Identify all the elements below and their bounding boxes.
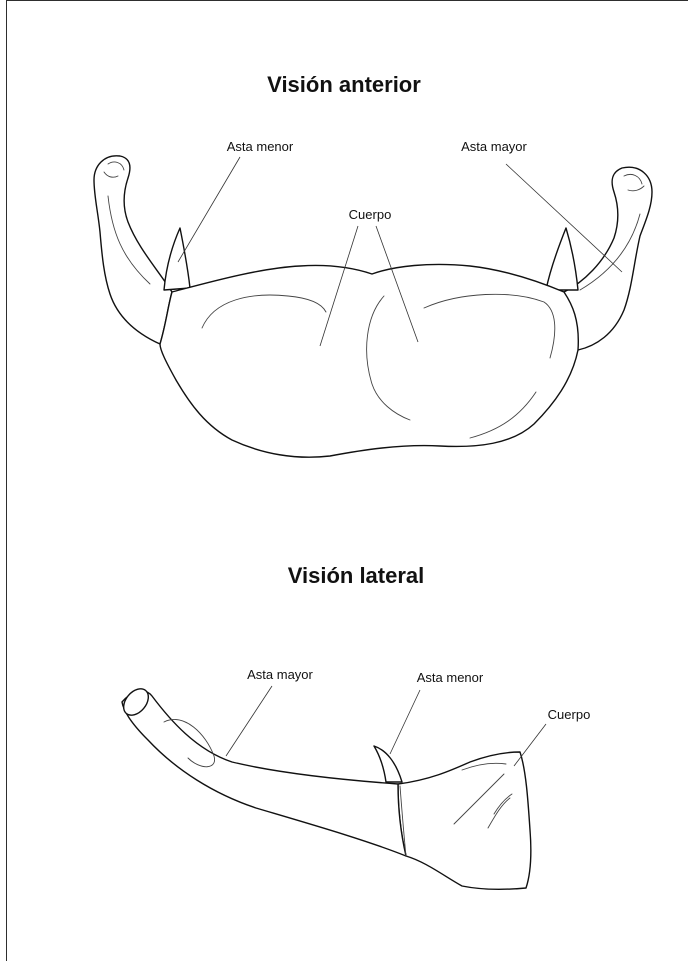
lateral-label-body: Cuerpo <box>548 707 591 722</box>
lateral-leader-lesser-horn <box>390 690 420 754</box>
anterior-label-body: Cuerpo <box>349 207 392 222</box>
lateral-leader-greater-horn <box>226 686 272 756</box>
anterior-view-title: Visión anterior <box>267 72 421 97</box>
anterior-label-greater-horn: Asta mayor <box>461 139 527 154</box>
anterior-left-lesser-horn <box>164 228 190 290</box>
lateral-leader-body <box>514 724 546 766</box>
lateral-lesser-horn <box>374 746 402 782</box>
lateral-label-greater-horn: Asta mayor <box>247 667 313 682</box>
lateral-label-lesser-horn: Asta menor <box>417 670 484 685</box>
lateral-view: Visión lateral Asta mayor Asta menor Cue… <box>119 563 591 889</box>
lateral-view-title: Visión lateral <box>288 563 425 588</box>
anterior-label-lesser-horn: Asta menor <box>227 139 294 154</box>
lateral-hyoid-body <box>398 752 531 889</box>
anterior-left-greater-horn <box>94 156 172 344</box>
anterior-leader-lesser-horn <box>178 157 240 262</box>
anterior-hyoid-body <box>160 264 578 457</box>
lateral-greater-horn <box>122 691 406 856</box>
anterior-right-lesser-horn <box>546 228 578 290</box>
anterior-view: Visión anterior Asta menor Asta mayor <box>94 72 652 457</box>
